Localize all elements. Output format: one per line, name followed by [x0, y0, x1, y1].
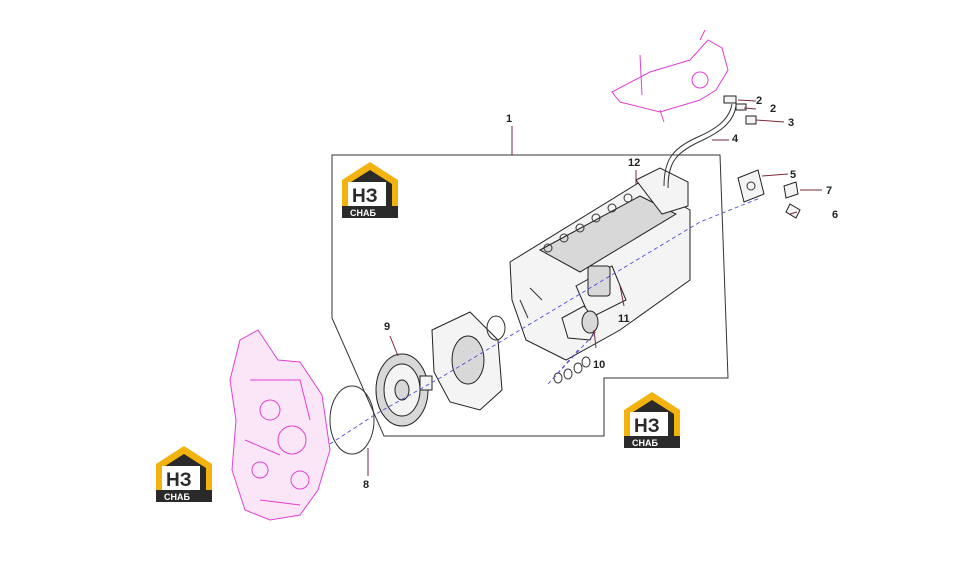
cable-fittings — [723, 95, 757, 125]
svg-text:НЗ: НЗ — [352, 186, 378, 207]
svg-text:НЗ: НЗ — [634, 416, 660, 437]
callout-6: 6 — [832, 209, 838, 221]
drive-gear — [375, 353, 433, 427]
svg-text:СНАБ: СНАБ — [164, 492, 190, 502]
callout-10: 10 — [593, 359, 605, 371]
throttle-linkage — [611, 29, 729, 123]
callout-2b: 2 — [770, 103, 776, 115]
control-cable — [663, 103, 733, 187]
brand-logo: НЗ СНАБ — [156, 446, 212, 502]
callout-5: 5 — [790, 169, 796, 181]
brand-logo: НЗ СНАБ — [624, 392, 680, 448]
svg-text:СНАБ: СНАБ — [350, 208, 376, 218]
brand-logo: НЗ СНАБ — [342, 162, 398, 218]
callout-1: 1 — [506, 113, 512, 125]
callout-3: 3 — [788, 117, 794, 129]
engine-housing — [229, 329, 331, 521]
injection-pump — [509, 167, 691, 361]
coupling-flange — [431, 311, 506, 411]
washers — [553, 356, 591, 384]
callout-8: 8 — [363, 479, 369, 491]
callout-2a: 2 — [756, 95, 762, 107]
assembly-frame — [331, 154, 729, 437]
callout-12: 12 — [628, 157, 640, 169]
gasket-ring — [329, 385, 375, 455]
callout-4: 4 — [732, 133, 739, 145]
svg-text:НЗ: НЗ — [166, 470, 192, 491]
leader-lines — [367, 99, 822, 476]
callout-11: 11 — [618, 313, 630, 325]
callout-7: 7 — [826, 185, 832, 197]
support-bracket — [737, 169, 801, 219]
svg-text:СНАБ: СНАБ — [632, 438, 658, 448]
callout-9: 9 — [384, 321, 390, 333]
